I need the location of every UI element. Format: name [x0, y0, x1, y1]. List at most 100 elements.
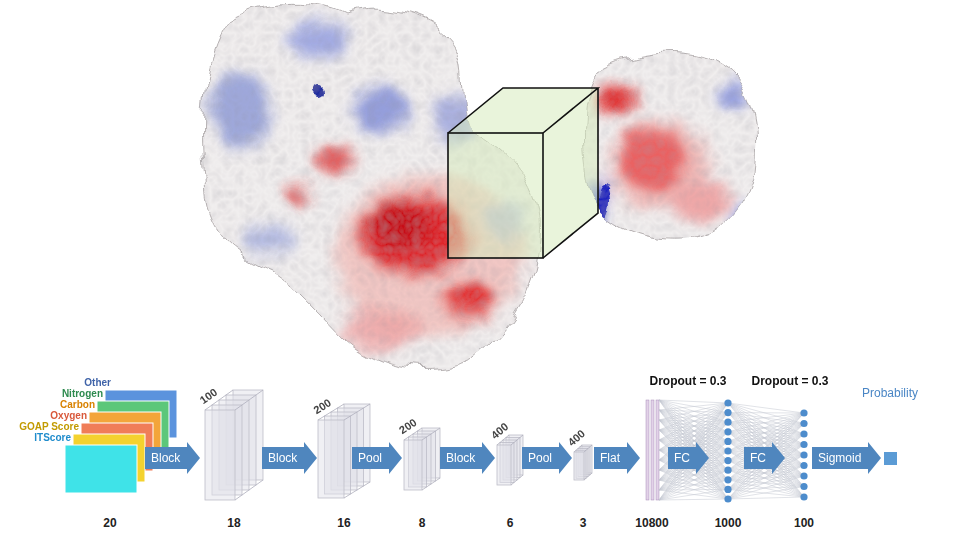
layer-label: Flat — [594, 442, 626, 474]
dense-link — [659, 420, 728, 489]
flatten-bar — [656, 400, 659, 500]
neuron — [724, 419, 731, 426]
channel-label: ITScore — [34, 432, 71, 444]
size-number: 100 — [794, 516, 814, 530]
dense-link — [659, 400, 728, 422]
arrow-fill — [145, 442, 200, 474]
dense-link — [659, 470, 728, 500]
dense-link — [728, 403, 804, 476]
arrow-fill — [744, 442, 785, 474]
neuron — [800, 483, 807, 490]
size-number: 10800 — [635, 516, 668, 530]
dense-link — [659, 432, 728, 480]
dense-link — [659, 432, 728, 500]
arrow-fill — [352, 442, 402, 474]
dense-link — [728, 422, 804, 476]
layer-label: FC — [744, 442, 772, 474]
feature-map — [497, 445, 511, 485]
layer-arrow: Sigmoid — [812, 442, 881, 474]
channel-count: 200 — [311, 396, 333, 417]
dense-link — [659, 400, 728, 403]
dense-link — [728, 413, 804, 489]
feature-map — [404, 440, 422, 490]
layer-label: Block — [145, 442, 186, 474]
neuron — [724, 486, 731, 493]
neuron — [724, 495, 731, 502]
dense-link — [659, 403, 728, 490]
neuron — [724, 467, 731, 474]
channel-label: Other — [84, 377, 111, 389]
arrow-fill — [440, 442, 495, 474]
size-number: 16 — [337, 516, 350, 530]
dense-link — [728, 497, 804, 499]
dense-link — [659, 489, 728, 500]
size-number: 6 — [507, 516, 514, 530]
neuron — [800, 493, 807, 500]
dense-link — [659, 413, 728, 500]
arrow-fill — [262, 442, 317, 474]
dense-link — [659, 422, 728, 500]
input-channel — [65, 445, 137, 493]
layer-arrow: Flat — [594, 442, 640, 474]
feature-map-edge — [497, 435, 523, 485]
dense-link — [659, 499, 728, 500]
network-figure — [65, 390, 897, 503]
channel-count: 100 — [197, 386, 219, 407]
dense-link — [728, 412, 804, 413]
flatten-bar — [651, 400, 654, 500]
neuron — [724, 399, 731, 406]
dense-link — [728, 487, 804, 500]
dropout-note: Dropout = 0.3 — [751, 374, 828, 388]
size-number: 18 — [227, 516, 240, 530]
dense-link — [659, 480, 728, 500]
dense-link — [728, 413, 804, 476]
feature-map — [318, 420, 344, 498]
dense-link — [728, 434, 804, 499]
neuron — [800, 462, 807, 469]
neuron — [800, 441, 807, 448]
dense-link — [659, 440, 728, 499]
dense-link — [659, 441, 728, 500]
dense-link — [728, 413, 804, 497]
neuron — [800, 430, 807, 437]
channel-label: Carbon — [60, 399, 95, 411]
layer-arrow: Block — [145, 442, 200, 474]
layer-arrow: Pool — [352, 442, 402, 474]
size-number: 8 — [419, 516, 426, 530]
dense-link — [728, 424, 804, 500]
neuron — [724, 447, 731, 454]
feature-map-edge — [205, 390, 263, 500]
neuron — [724, 428, 731, 435]
dense-link — [728, 413, 804, 499]
arrow-fill — [812, 442, 881, 474]
dense-link — [659, 400, 728, 499]
dense-link — [728, 432, 804, 487]
layer-arrow: Block — [262, 442, 317, 474]
dense-link — [659, 422, 728, 480]
layer-label: FC — [668, 442, 696, 474]
dense-link — [659, 422, 728, 490]
channel-label: Oxygen — [50, 410, 87, 422]
neuron — [724, 409, 731, 416]
layer-label: Block — [440, 442, 481, 474]
dense-link — [659, 413, 728, 490]
neuron — [800, 451, 807, 458]
size-number: 20 — [103, 516, 116, 530]
dense-link — [728, 434, 804, 480]
feature-map-edge — [404, 428, 440, 490]
layer-label: Sigmoid — [812, 442, 867, 474]
output-label: Probability — [862, 386, 918, 400]
layer-arrow: Pool — [522, 442, 572, 474]
channel-label: Nitrogen — [62, 388, 103, 400]
layer-arrow: FC — [744, 442, 785, 474]
dense-link — [728, 413, 804, 480]
layer-arrow: Block — [440, 442, 495, 474]
channel-label: GOAP Score — [19, 421, 79, 433]
arrow-fill — [668, 442, 709, 474]
dense-link — [659, 403, 728, 410]
layer-label: Pool — [352, 442, 388, 474]
dense-link — [659, 400, 728, 480]
layer-arrow: FC — [668, 442, 709, 474]
feature-map — [574, 452, 584, 480]
